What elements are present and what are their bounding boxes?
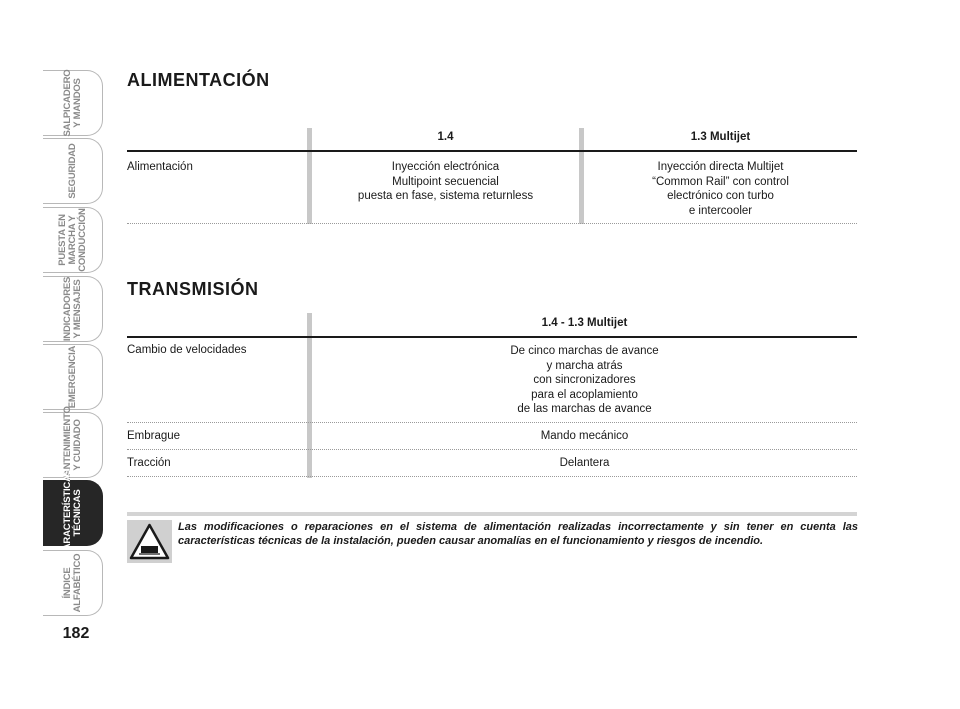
column-header-1-3-multijet: 1.3 Multijet [690, 131, 751, 143]
table-header-rule [127, 150, 857, 152]
warning-top-bar [127, 512, 857, 516]
row-separator [127, 449, 857, 450]
row-separator [127, 422, 857, 423]
tab-label: EMERGENCIA [66, 345, 78, 409]
tab-seguridad[interactable]: SEGURIDAD [43, 138, 103, 204]
column-divider [307, 128, 312, 224]
tab-indice[interactable]: ÍNDICE ALFABÉTICO [43, 550, 103, 616]
tab-emergencia[interactable]: EMERGENCIA [43, 344, 103, 410]
tab-puesta-en-marcha[interactable]: PUESTA EN MARCHA Y CONDUCCIÓN [43, 207, 103, 273]
tab-caracteristicas-tecnicas[interactable]: CARACTERÍSTICAS TÉCNICAS [43, 469, 103, 557]
column-divider [307, 313, 312, 478]
page-number: 182 [62, 625, 90, 642]
tab-label: ÍNDICE ALFABÉTICO [61, 553, 83, 613]
tab-label: SEGURIDAD [66, 143, 78, 199]
row-separator [127, 223, 857, 224]
tab-indicadores[interactable]: INDICADORES Y MENSAJES [43, 276, 103, 342]
tab-label: INDICADORES Y MENSAJES [61, 276, 83, 342]
row-label-cambio: Cambio de velocidades [127, 344, 247, 356]
tab-mantenimiento[interactable]: MANTENIMIENTO Y CUIDADO [43, 406, 103, 484]
row-label-traccion: Tracción [127, 457, 171, 469]
warning-triangle-icon [127, 520, 172, 563]
row-label-embrague: Embrague [127, 430, 181, 442]
cell-alimentacion-1-4: Inyección electrónica Multipoint secuenc… [357, 161, 534, 202]
cell-traccion: Delantera [559, 457, 610, 469]
cell-alimentacion-1-3-multijet: Inyección directa Multijet “Common Rail”… [652, 161, 789, 217]
column-header-1-4: 1.4 [437, 131, 454, 143]
section-title-alimentacion: ALIMENTACIÓN [127, 70, 270, 90]
column-divider [579, 128, 584, 224]
cell-cambio: De cinco marchas de avance y marcha atrá… [510, 345, 659, 415]
tab-label: SALPICADERO Y MANDOS [61, 69, 83, 137]
row-separator [127, 476, 857, 477]
table-header-rule [127, 336, 857, 338]
tab-label: CARACTERÍSTICAS TÉCNICAS [61, 469, 83, 557]
column-header-transmision: 1.4 - 1.3 Multijet [541, 317, 628, 329]
tab-label: PUESTA EN MARCHA Y CONDUCCIÓN [56, 208, 88, 272]
tab-salpicadero[interactable]: SALPICADERO Y MANDOS [43, 70, 103, 136]
cell-embrague: Mando mecánico [540, 430, 629, 442]
row-label-alimentacion: Alimentación [127, 161, 193, 173]
section-title-transmision: TRANSMISIÓN [127, 279, 259, 299]
warning-text: Las modificaciones o reparaciones en el … [178, 521, 858, 547]
